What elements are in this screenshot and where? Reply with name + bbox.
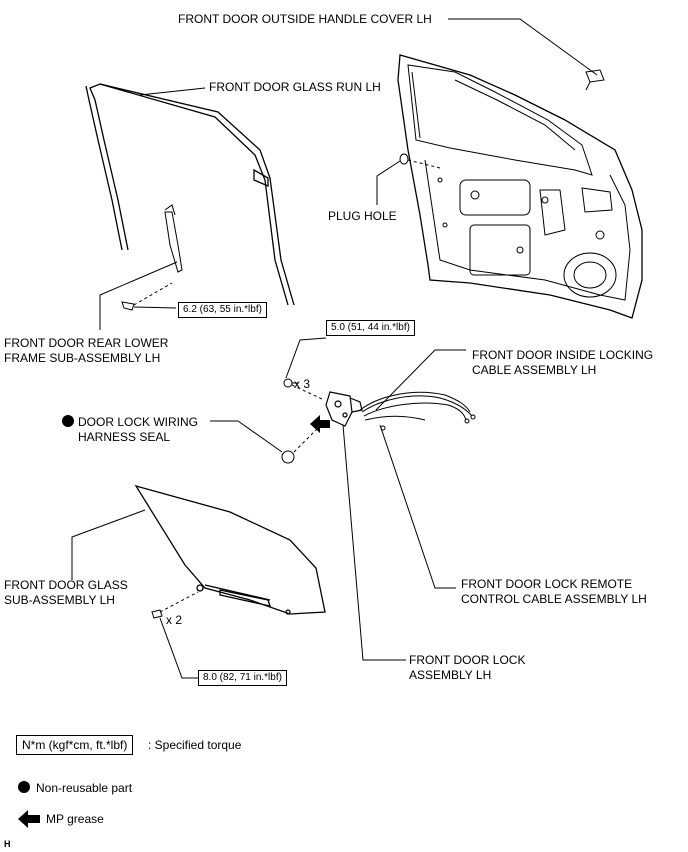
torque-frame-bolt: 6.2 (63, 55 in.*lbf) [178,302,267,318]
label-remote-cable-line2: CONTROL CABLE ASSEMBLY LH [461,592,647,606]
torque-glass-bolt: 8.0 (82, 71 in.*lbf) [198,670,287,686]
label-handle-cover: FRONT DOOR OUTSIDE HANDLE COVER LH [178,12,432,26]
frame-bolt [121,301,135,311]
label-glass-line1: FRONT DOOR GLASS [4,578,128,592]
lock-screw [283,378,298,388]
legend-non-reusable-text: Non-reusable part [36,781,133,795]
legend-unit-desc: : Specified torque [148,738,242,752]
glass-bolt [151,609,163,619]
label-wiring-seal-line2: HARNESS SEAL [78,430,171,444]
label-glass-line2: SUB-ASSEMBLY LH [4,593,115,607]
label-glass-run: FRONT DOOR GLASS RUN LH [209,80,381,94]
torque-lock-screw: 5.0 (51, 44 in.*lbf) [326,320,415,336]
legend-non-reusable-icon [18,781,30,793]
label-rear-lower-frame-line1: FRONT DOOR REAR LOWER [4,336,169,350]
label-rear-lower-frame-line2: FRAME SUB-ASSEMBLY LH [4,351,161,365]
label-wiring-seal-line1: DOOR LOCK WIRING [78,415,199,429]
rear-lower-frame [164,204,183,273]
front-door-panel [397,54,643,319]
label-plug-hole: PLUG HOLE [328,209,397,223]
legend-mp-grease-text: MP grease [46,812,104,826]
label-inside-locking-line2: CABLE ASSEMBLY LH [472,363,597,377]
label-remote-cable-line1: FRONT DOOR LOCK REMOTE [461,577,633,591]
grease-arrow [310,415,330,433]
legend-grease-icon [18,810,40,828]
figure-code: H [4,839,11,849]
glass-run [85,83,295,306]
label-lock-assy-line2: ASSEMBLY LH [409,668,492,682]
label-qty-x3: x 3 [294,377,311,391]
non-reusable-marker [62,415,74,427]
label-qty-x2: x 2 [166,613,183,627]
lock-cables [359,391,476,431]
legend-unit-box: N*m (kgf*cm, ft.*lbf) [16,735,134,755]
outside-handle-cover [585,69,605,91]
label-inside-locking-line1: FRONT DOOR INSIDE LOCKING [472,348,654,362]
door-lock-assembly [325,391,363,427]
wiring-harness-seal [281,450,295,464]
door-glass [134,484,326,615]
plug-hole-marker [399,153,409,165]
label-lock-assy-line1: FRONT DOOR LOCK [409,653,526,667]
